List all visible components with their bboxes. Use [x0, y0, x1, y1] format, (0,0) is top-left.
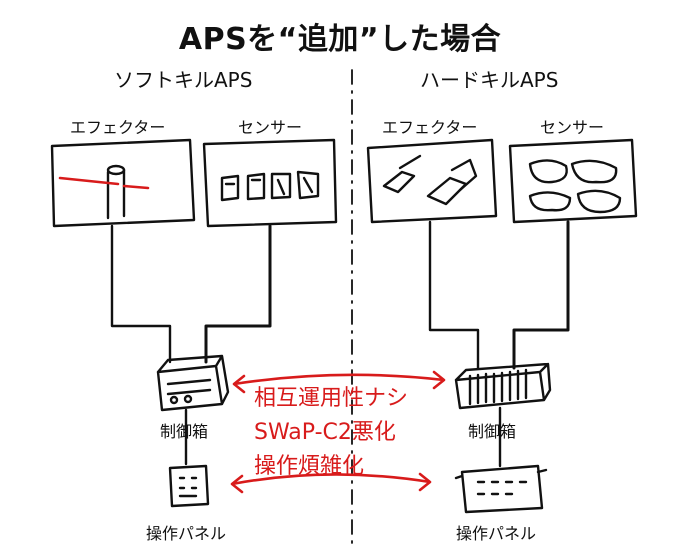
hard-control-box [454, 362, 552, 410]
top-double-arrow [232, 370, 446, 394]
soft-sensor-frame [202, 138, 338, 228]
page-title: APSを“追加”した場合 [178, 22, 502, 57]
soft-panel-label: 操作パネル [146, 524, 227, 543]
soft-effector-wire [110, 224, 172, 364]
hard-sensor-label: センサー [540, 118, 605, 137]
hard-sensor-frame [508, 138, 638, 224]
soft-sensor-wire [204, 224, 272, 364]
bottom-double-arrow [230, 472, 432, 494]
hard-effector-frame [366, 138, 498, 224]
hard-panel-label: 操作パネル [456, 524, 537, 543]
soft-effector-label: エフェクター [70, 118, 166, 137]
soft-effector-frame [50, 138, 196, 228]
hard-effector-wire [428, 220, 480, 370]
hard-control-box-label: 制御箱 [468, 422, 517, 441]
note-swapc2-worse: SWaP-C2悪化 [254, 420, 396, 445]
note-no-interoperability: 相互運用性ナシ [254, 386, 409, 411]
hard-panel [454, 464, 548, 514]
soft-effector-beam [58, 176, 150, 190]
soft-kill-heading: ソフトキルAPS [114, 68, 253, 92]
hard-kill-heading: ハードキルAPS [420, 68, 559, 92]
soft-panel [168, 464, 210, 508]
soft-control-box [156, 354, 230, 412]
note-operation-complex: 操作煩雑化 [254, 454, 365, 479]
soft-sensor-label: センサー [238, 118, 303, 137]
hard-effector-label: エフェクター [382, 118, 478, 137]
soft-control-box-label: 制御箱 [160, 422, 209, 441]
hard-sensor-wire [512, 220, 570, 370]
